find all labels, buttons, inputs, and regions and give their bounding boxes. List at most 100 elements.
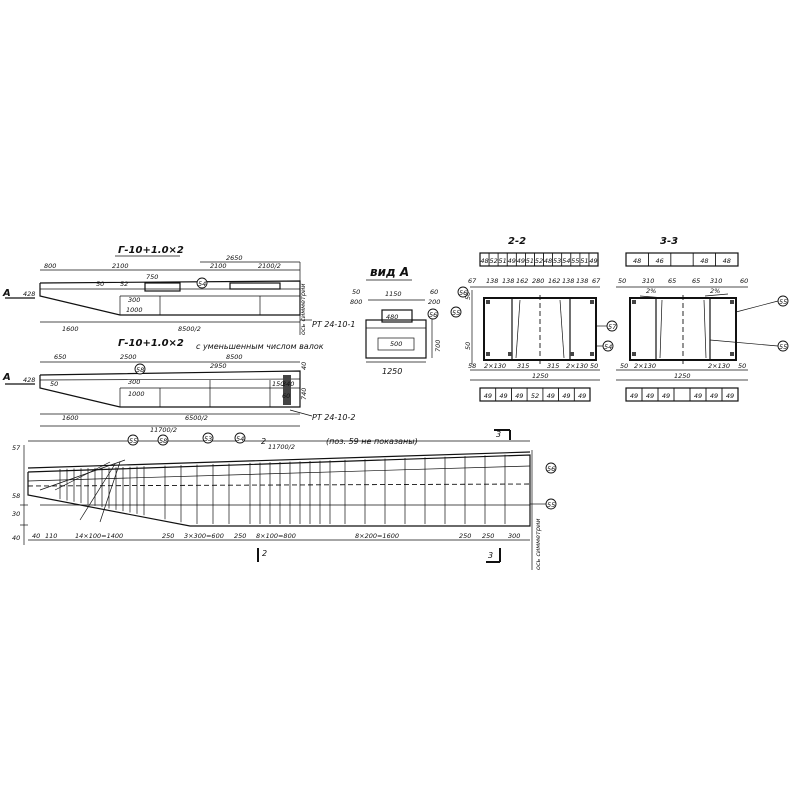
dim: 300	[128, 378, 140, 386]
callout: 55	[547, 501, 555, 509]
view-a-title: вид А	[370, 265, 409, 279]
dim: 315	[517, 362, 529, 370]
table-cell-text: 48	[544, 257, 552, 265]
table-cell-text: 49	[517, 257, 525, 265]
dim-total: 11700/2	[268, 443, 295, 451]
dim: 2100	[112, 262, 129, 270]
callout: 55	[129, 437, 137, 445]
dim: 340	[282, 380, 294, 388]
dim: 138	[502, 277, 514, 285]
section-mark: 3	[496, 430, 501, 439]
dim: 14×100=1400	[75, 532, 123, 540]
mark-label: РТ 24-10-2	[312, 413, 355, 422]
dim: 138	[486, 277, 498, 285]
dim: 58	[12, 492, 20, 500]
table-cell-text: 51	[580, 257, 588, 265]
dim: 52	[120, 280, 128, 288]
dim: 250	[162, 532, 174, 540]
dim: 310	[710, 277, 722, 285]
dim: 2×130	[708, 362, 730, 370]
dim: 50	[96, 280, 104, 288]
dim: 700	[434, 340, 442, 352]
section-title: 3-3	[660, 236, 678, 247]
section-mark: 3	[488, 551, 493, 560]
table-cell-text: 51	[526, 257, 534, 265]
dim: 250	[459, 532, 471, 540]
callout: 57	[608, 323, 617, 331]
table-cell-text: 49	[499, 392, 507, 400]
dim: 280	[532, 277, 544, 285]
table-cell-text: 55	[571, 257, 579, 265]
dim: 30	[12, 510, 20, 518]
dim: 300	[508, 532, 520, 540]
dim: 428	[23, 290, 35, 298]
table-cell	[573, 387, 591, 402]
table-cell-text: 49	[508, 257, 516, 265]
table-cell-text: 48	[480, 257, 488, 265]
table-cell	[715, 252, 739, 267]
dim: 480	[386, 313, 398, 321]
table-cell-text: 49	[646, 392, 654, 400]
callout: 54	[236, 435, 244, 443]
dim: 250	[482, 532, 494, 540]
table-cell-text: 49	[562, 392, 570, 400]
dim: 8500	[226, 353, 243, 361]
dim: 60	[282, 392, 290, 400]
dim: 8500/2	[178, 325, 201, 333]
table-cell	[670, 252, 694, 267]
table-cell	[588, 252, 599, 267]
table-cell-text: 52	[531, 392, 539, 400]
dim: 1000	[128, 390, 145, 398]
table-cell-text: 54	[562, 257, 570, 265]
table-cell	[673, 387, 691, 402]
dim: 50	[590, 362, 598, 370]
table-cell-text: 52	[489, 257, 497, 265]
section-mark: 2	[262, 549, 267, 558]
dim: 138	[562, 277, 574, 285]
table-cell-text: 53	[553, 257, 561, 265]
dim: 2100/2	[258, 262, 281, 270]
table-cell-text: 51	[499, 257, 507, 265]
dim: 650	[54, 353, 66, 361]
elevation-middle-subtitle: с уменьшенным числом валок	[196, 342, 324, 351]
dim: 740	[300, 388, 308, 400]
dim: 138	[576, 277, 588, 285]
dim: 1250	[382, 367, 402, 376]
dim: 50	[618, 277, 626, 285]
dim: 2×130	[484, 362, 506, 370]
dim: 40	[300, 362, 308, 370]
table-cell-text: 48	[700, 257, 708, 265]
dim: 11700/2	[150, 426, 177, 434]
dim: 750	[146, 273, 158, 281]
callout: 53	[204, 435, 212, 443]
dim: 428	[23, 376, 35, 384]
dim: 162	[548, 277, 560, 285]
reinforcement-drawing: (поз. 59 не показаны) 11700/2 2 3 55 58 …	[12, 429, 557, 570]
table-cell-text: 49	[630, 392, 638, 400]
dim: 50	[620, 362, 628, 370]
dim-total: 1250	[532, 372, 549, 380]
callout: 58	[159, 437, 167, 445]
dim: 2500	[120, 353, 137, 361]
callout: 54	[198, 280, 206, 288]
dim: 1600	[62, 414, 79, 422]
callout: 56	[459, 289, 467, 297]
dim: 65	[692, 277, 700, 285]
stirrups	[59, 454, 506, 524]
table-cell-text: 49	[589, 257, 597, 265]
dim: 8×100=800	[256, 532, 296, 540]
table-cell	[721, 387, 739, 402]
dim: 65	[668, 277, 676, 285]
section-mark: 2	[261, 437, 266, 446]
callout: 56	[547, 465, 555, 473]
dim: 8×200=1600	[355, 532, 399, 540]
slope-label: 2%	[710, 287, 720, 295]
dim: 310	[642, 277, 654, 285]
dim: 40	[12, 534, 20, 542]
